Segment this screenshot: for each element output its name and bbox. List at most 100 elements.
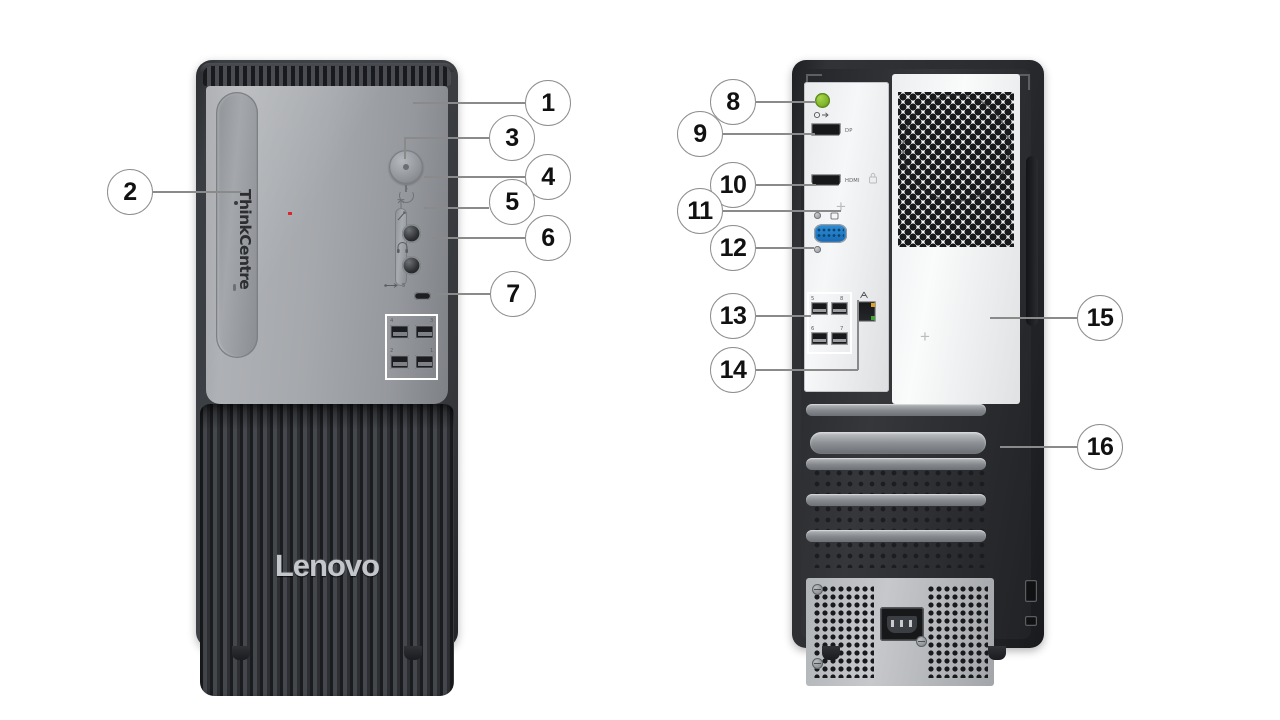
microphone-jack[interactable]: [402, 224, 421, 243]
rear-usb-port-6[interactable]: [811, 332, 828, 345]
audio-line-out-icon: [813, 111, 829, 119]
optical-drive-eject-button[interactable]: [233, 284, 236, 291]
usb-ss-icon: [384, 283, 398, 288]
callout-13-rear-usb-a-ports[interactable]: 13: [710, 293, 756, 339]
rear-usb-label-7: 7: [840, 326, 844, 332]
front-usb-highlight-box: [385, 314, 438, 380]
network-icon: [860, 291, 868, 299]
rear-usb-port-7[interactable]: [831, 332, 848, 345]
callout-15-optional-rear-connector[interactable]: 15: [1077, 295, 1123, 341]
front-foot-right: [404, 646, 422, 660]
leader-line-14: [756, 369, 858, 371]
expansion-slot-vent-2: [814, 506, 986, 532]
hdmi-label: HDMI: [845, 178, 860, 184]
psu-screw-top-left[interactable]: [812, 584, 823, 595]
power-pin-2: [900, 620, 903, 627]
rear-usb-port-5[interactable]: [811, 302, 828, 315]
callout-12-vga-port[interactable]: 12: [710, 225, 756, 271]
rear-usb-label-5: 5: [811, 296, 815, 302]
displayport-label: DP: [845, 128, 853, 134]
callout-14-ethernet-port[interactable]: 14: [710, 347, 756, 393]
leader-line-2: [153, 191, 241, 193]
thinkcentre-logo-text: ThinkCentre: [236, 189, 254, 290]
callout-11-optional-port-slot[interactable]: 11: [677, 188, 723, 234]
callout-6-usb-c-port[interactable]: 6: [525, 215, 571, 261]
leader-line-10: [756, 184, 816, 186]
power-led-indicator: [403, 164, 409, 170]
leader-line-3: [404, 137, 489, 139]
grille-shadow: [200, 404, 454, 430]
front-usb-label-2: 2: [390, 348, 394, 354]
expansion-slot-cover-2: [806, 494, 986, 506]
audio-line-out-port[interactable]: [815, 93, 830, 108]
power-pin-3: [909, 620, 912, 627]
rear-side-handle[interactable]: [1026, 156, 1038, 326]
front-view-tower: ThinkCentre 5 4 3 2: [196, 60, 458, 696]
expansion-slot-cover-0: [806, 404, 986, 416]
top-vent-slots: [203, 66, 451, 86]
psu-vent-left: [814, 586, 874, 678]
rear-kensington-lock[interactable]: [1025, 616, 1037, 626]
psu-screw-bottom-left[interactable]: [812, 658, 823, 669]
callout-16-pcie-expansion-slots[interactable]: 16: [1077, 424, 1123, 470]
thinkcentre-red-dot: [288, 211, 292, 216]
leader-line-11: [723, 210, 841, 212]
vga-screw-top: [814, 212, 821, 219]
lenovo-logo: Lenovo: [274, 548, 380, 583]
ethernet-activity-led: [871, 303, 875, 307]
leader-line-16: [1000, 446, 1077, 448]
leader-line-12: [756, 247, 814, 249]
callout-7-front-usb-a-ports[interactable]: 7: [490, 271, 536, 317]
optional-rear-connector: +: [920, 327, 930, 346]
front-usb-port-2[interactable]: [390, 355, 409, 369]
leader-line-15: [990, 317, 1077, 319]
displayport-port[interactable]: [811, 123, 841, 136]
front-usb-label-1: 1: [430, 348, 434, 354]
front-usb-port-3[interactable]: [415, 325, 434, 339]
leader-line-6: [432, 237, 525, 239]
front-usb-port-1[interactable]: [415, 355, 434, 369]
rear-side-port[interactable]: [1025, 580, 1037, 602]
callout-2-optical-drive-eject[interactable]: 2: [107, 169, 153, 215]
optical-drive-emergency-eject[interactable]: [234, 201, 238, 205]
callout-1-power-button[interactable]: 1: [525, 80, 571, 126]
headphone-jack[interactable]: [402, 256, 421, 275]
leader-line-14-vert: [857, 300, 859, 370]
rear-foot-right: [988, 646, 1006, 660]
callout-5-headphone-jack[interactable]: 5: [489, 179, 535, 225]
rear-usb-label-8: 8: [840, 296, 844, 302]
fan-outline: [904, 96, 1008, 200]
leader-line-5: [424, 207, 489, 209]
optical-drive-bezel[interactable]: [216, 92, 258, 358]
hdmi-port[interactable]: [811, 174, 841, 186]
front-usb-port-4[interactable]: [390, 325, 409, 339]
callout-9-displayport[interactable]: 9: [677, 111, 723, 157]
fan-grille-honeycomb: [898, 92, 1014, 247]
power-pin-1: [891, 620, 894, 627]
leader-line-1: [413, 102, 525, 104]
expansion-slot-cover-1: [806, 458, 986, 470]
usb-c-port[interactable]: [414, 292, 431, 300]
microphone-icon: [397, 211, 406, 221]
headphone-icon: [397, 242, 408, 253]
rear-usb-label-6: 6: [811, 326, 815, 332]
rear-usb-highlight-box: [807, 292, 852, 354]
pcie-slot-bracket-large[interactable]: [810, 432, 986, 454]
rear-usb-port-8[interactable]: [831, 302, 848, 315]
leader-line-8: [756, 101, 816, 103]
card-reader-arrow-icon: [397, 199, 405, 208]
rear-view-tower: DP HDMI + 5 8 6 7 +: [792, 60, 1044, 686]
usb-c-label: 5: [402, 283, 406, 289]
callout-8-audio-line-out[interactable]: 8: [710, 79, 756, 125]
rear-foot-left: [822, 646, 840, 660]
callout-3-card-reader-slot[interactable]: 3: [489, 115, 535, 161]
expansion-slot-vent-1: [814, 470, 986, 496]
callout-10-hdmi-port[interactable]: 10: [710, 162, 756, 208]
vga-pins: [817, 228, 844, 239]
psu-screw-center[interactable]: [916, 636, 927, 647]
leader-line-4: [424, 176, 525, 178]
leader-line-3-vert: [404, 137, 406, 159]
leader-line-7: [437, 293, 490, 295]
ethernet-link-led: [871, 316, 875, 320]
